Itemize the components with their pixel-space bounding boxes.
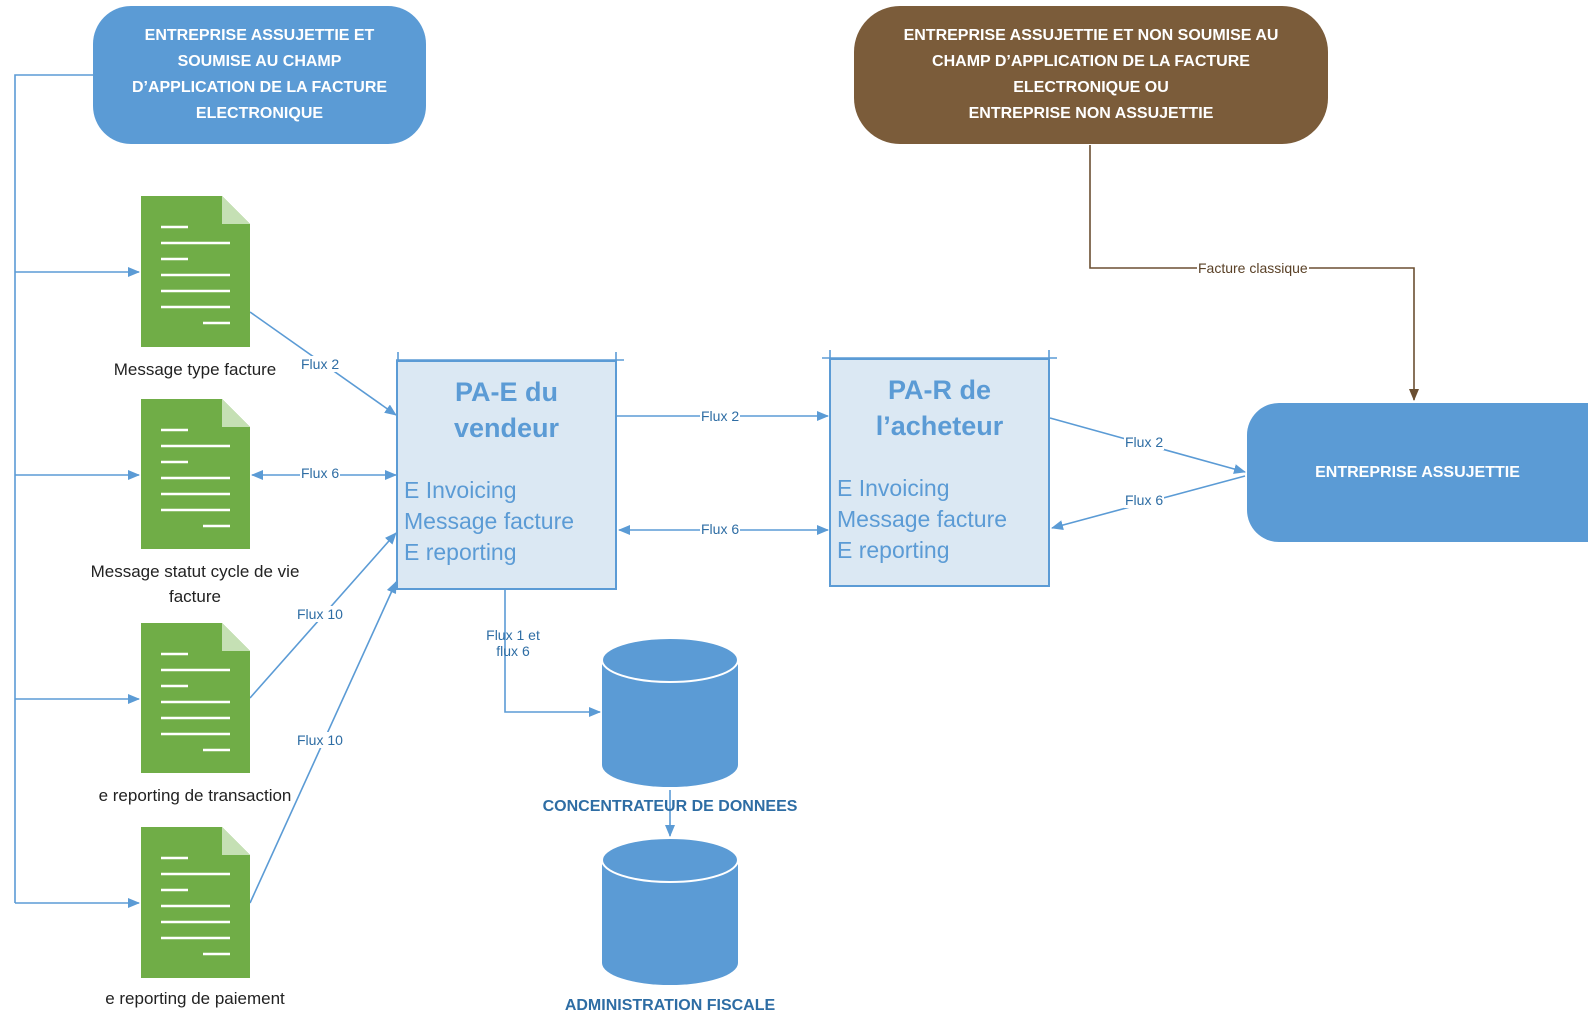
doc-label-2: Message statut cycle de vie facture [90, 562, 300, 606]
entity-top-right-label: ENTREPRISE ASSUJETTIE ET NON SOUMISE AU … [903, 27, 1279, 122]
db-label-concentrateur: CONCENTRATEUR DE DONNEES [542, 798, 798, 815]
database-administration-icon [601, 837, 739, 985]
entity-right: ENTREPRISE ASSUJETTIE [1247, 403, 1588, 542]
flux-label-pae-par: Flux 2 [700, 408, 741, 424]
pa-e-line-ereporting: E reporting [404, 539, 517, 565]
entity-top-left-label: ENTREPRISE ASSUJETTIE ET SOUMISE AU CHAM… [131, 27, 388, 122]
entity-top-left: ENTREPRISE ASSUJETTIE ET SOUMISE AU CHAM… [93, 6, 426, 144]
flux-label-par-entreprise: Flux 2 [1124, 434, 1165, 450]
doc-icon-4 [141, 827, 250, 978]
flux-label-facture-classique: Facture classique [1197, 260, 1309, 276]
pa-r-line-einvoicing: E Invoicing [837, 475, 950, 501]
doc-icon-2 [141, 399, 250, 549]
flux-label-pae-concentrateur: Flux 1 et flux 6 [486, 627, 540, 659]
pa-r-line-message: Message facture [837, 506, 1008, 532]
doc-icon-1 [141, 196, 250, 347]
doc-label-1: Message type facture [113, 360, 277, 379]
doc-label-3: e reporting de transaction [98, 786, 292, 805]
pa-r-line-ereporting: E reporting [837, 537, 950, 563]
pa-e-box: PA-E du vendeur E Invoicing Message fact… [396, 360, 617, 590]
db-label-administration: ADMINISTRATION FISCALE [564, 997, 776, 1014]
entity-right-label: ENTREPRISE ASSUJETTIE [1315, 463, 1520, 481]
database-concentrateur-icon [601, 637, 739, 787]
entity-top-right: ENTREPRISE ASSUJETTIE ET NON SOUMISE AU … [854, 6, 1328, 144]
doc-icon-3 [141, 623, 250, 773]
flux-label-doc1: Flux 2 [300, 356, 341, 372]
pa-e-line-message: Message facture [404, 508, 575, 534]
pa-e-line-einvoicing: E Invoicing [404, 477, 517, 503]
doc-label-4: e reporting de paiement [105, 989, 285, 1008]
flux-label-doc2: Flux 6 [300, 465, 341, 481]
pa-r-lines: E Invoicing Message facture E reporting [837, 473, 1007, 566]
flux-label-doc4: Flux 10 [296, 732, 344, 748]
flux-label-doc3: Flux 10 [296, 606, 344, 622]
flux-label-entreprise-par: Flux 6 [1124, 492, 1165, 508]
trunk-line [14, 74, 95, 903]
flux-label-pae-par-back: Flux 6 [700, 521, 741, 537]
pa-r-box: PA-R de l’acheteur E Invoicing Message f… [829, 358, 1050, 587]
pa-e-lines: E Invoicing Message facture E reporting [404, 475, 574, 568]
pa-e-title: PA-E du vendeur [453, 377, 560, 443]
pa-r-title: PA-R de l’acheteur [875, 375, 1004, 441]
arrow-pae-concentrateur [504, 590, 601, 717]
